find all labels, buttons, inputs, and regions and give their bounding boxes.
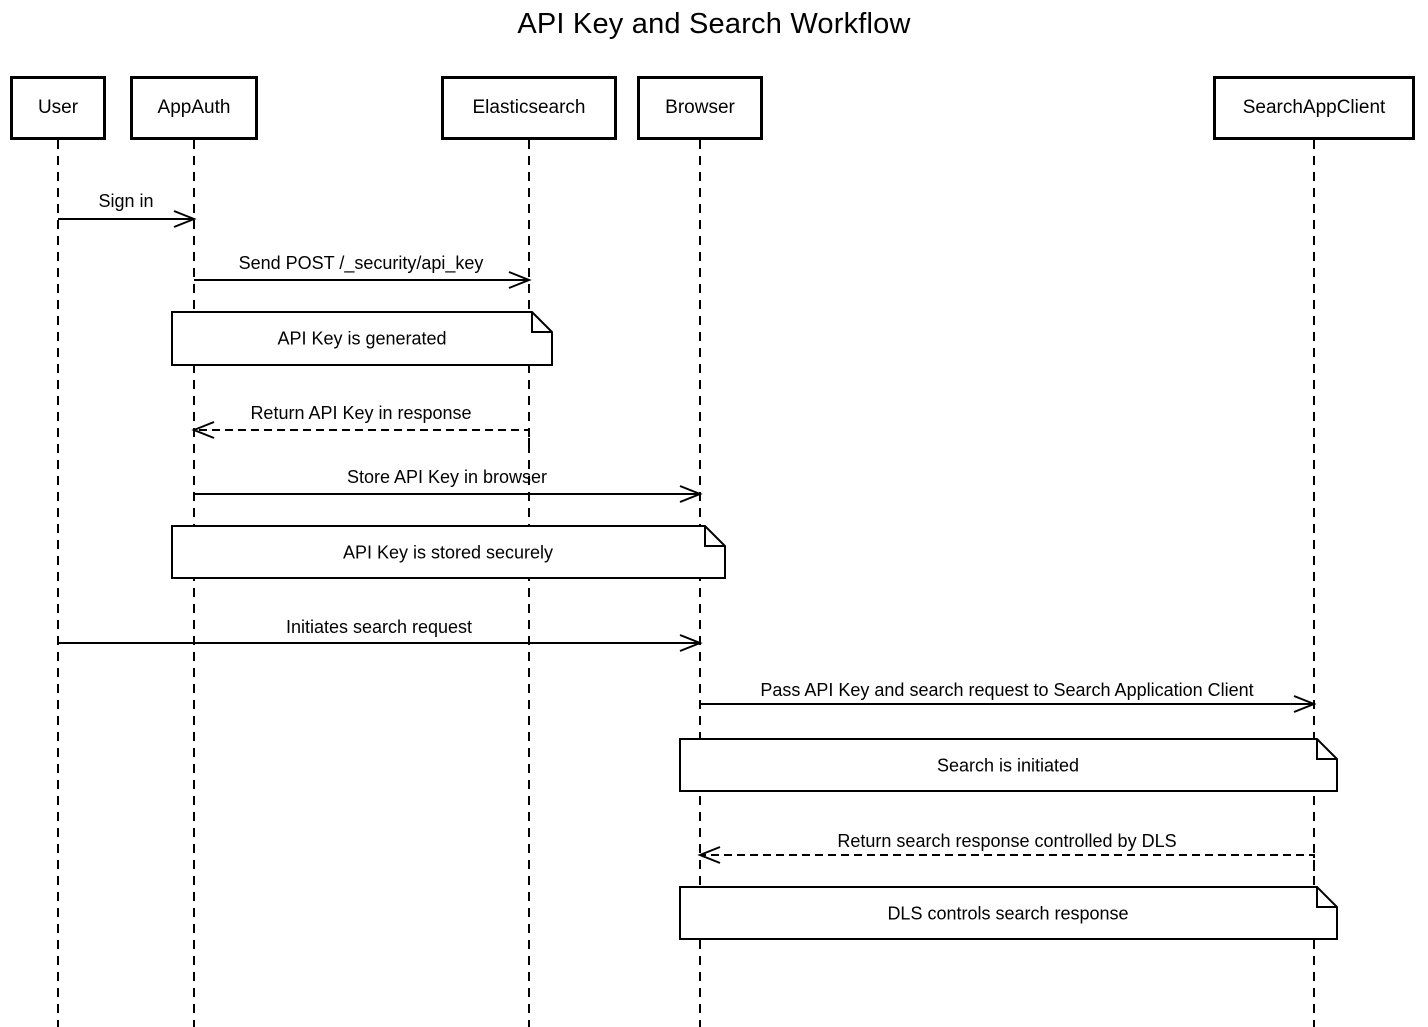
note-shape-dls-controls bbox=[679, 886, 1338, 940]
arrowhead-return-search-response bbox=[697, 846, 721, 864]
message-label-store-api-key: Store API Key in browser bbox=[346, 467, 548, 487]
note-label-dls-controls: DLS controls search response bbox=[887, 903, 1129, 924]
arrowhead-sign-in bbox=[173, 210, 197, 228]
participant-searchappclient: SearchAppClient bbox=[1213, 76, 1415, 140]
participant-elasticsearch: Elasticsearch bbox=[441, 76, 617, 140]
message-label-send-post: Send POST /_security/api_key bbox=[238, 253, 484, 273]
participant-user-label: User bbox=[37, 97, 79, 118]
arrowhead-store-api-key bbox=[679, 485, 703, 503]
participant-searchappclient-label: SearchAppClient bbox=[1242, 97, 1386, 118]
note-shape-api-key-generated bbox=[171, 311, 553, 366]
arrowhead-return-api-key bbox=[191, 421, 215, 439]
message-label-pass-api-key: Pass API Key and search request to Searc… bbox=[760, 680, 1254, 700]
arrowhead-pass-api-key bbox=[1293, 695, 1317, 713]
note-shape-api-key-stored bbox=[171, 525, 726, 579]
note-label-api-key-generated: API Key is generated bbox=[277, 328, 447, 349]
note-label-search-initiated: Search is initiated bbox=[936, 755, 1080, 776]
participant-user: User bbox=[10, 76, 106, 140]
arrowhead-initiates-search bbox=[679, 634, 703, 652]
message-line-return-api-key bbox=[194, 429, 530, 446]
note-shape-search-initiated bbox=[679, 738, 1338, 792]
participant-browser: Browser bbox=[637, 76, 763, 140]
participant-appauth-label: AppAuth bbox=[157, 97, 231, 118]
message-label-sign-in: Sign in bbox=[98, 191, 154, 211]
participant-elasticsearch-label: Elasticsearch bbox=[472, 97, 586, 118]
participant-browser-label: Browser bbox=[665, 97, 735, 118]
arrowhead-send-post bbox=[508, 271, 532, 289]
note-label-api-key-stored: API Key is stored securely bbox=[342, 542, 554, 563]
message-line-return-search-response bbox=[700, 854, 1315, 871]
message-label-return-api-key: Return API Key in response bbox=[250, 403, 472, 423]
diagram-title: API Key and Search Workflow bbox=[517, 8, 911, 40]
message-label-initiates-search: Initiates search request bbox=[285, 617, 473, 637]
participant-appauth: AppAuth bbox=[130, 76, 258, 140]
message-label-return-search-response: Return search response controlled by DLS bbox=[837, 831, 1177, 851]
